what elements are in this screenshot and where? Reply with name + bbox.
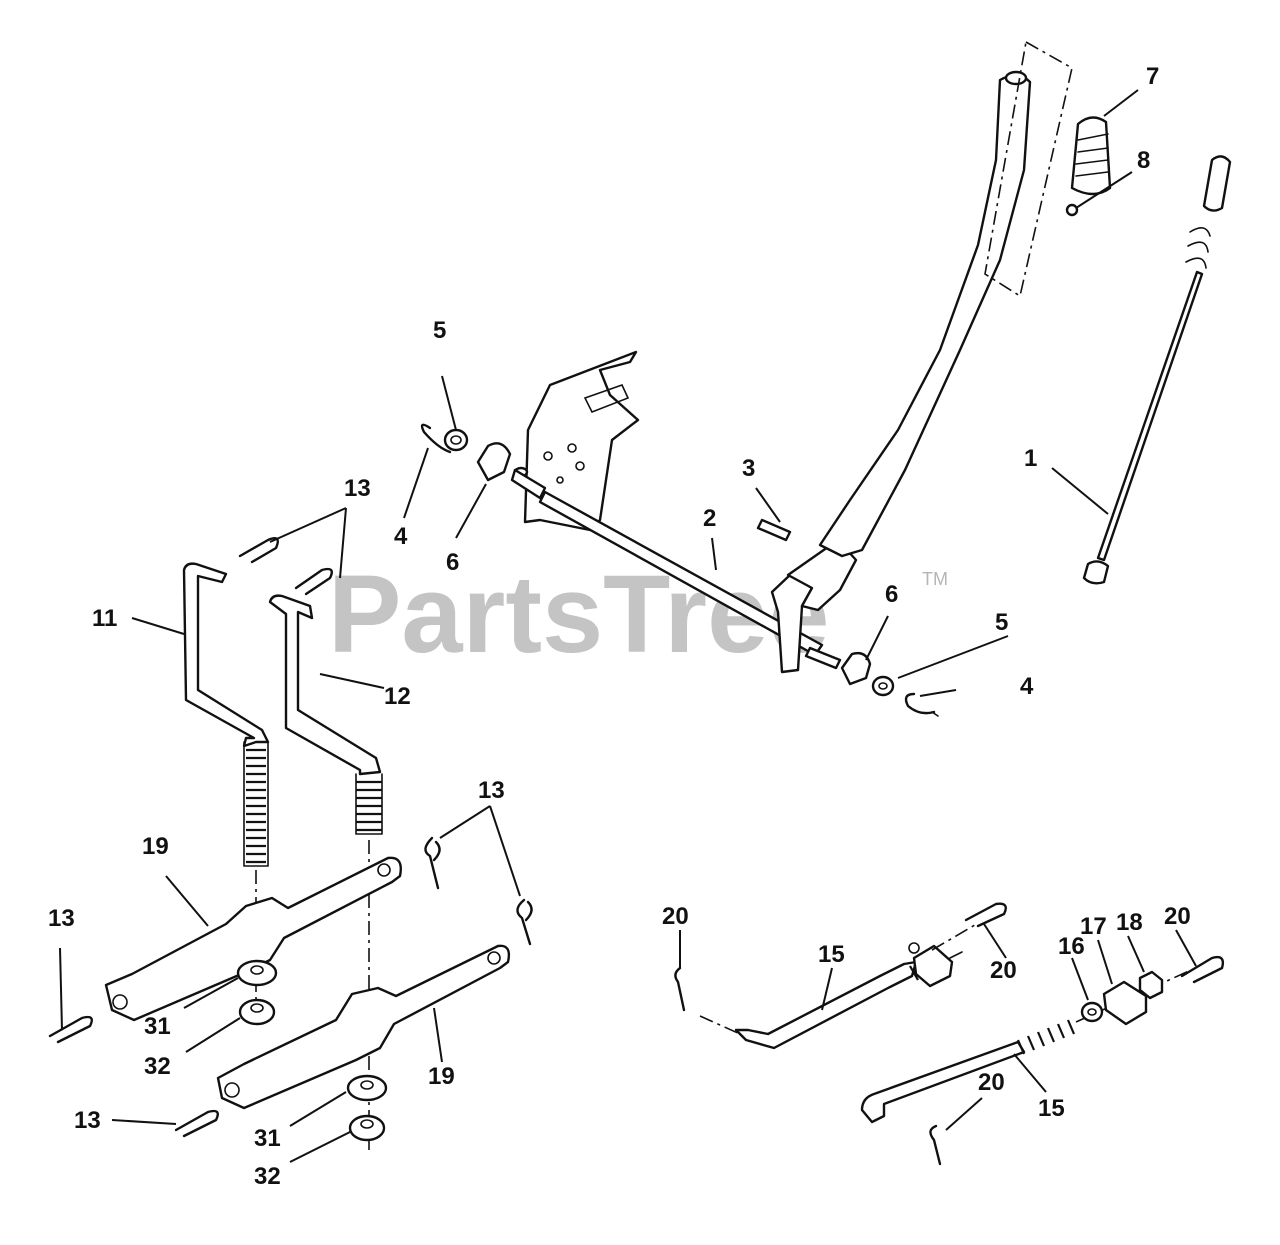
callout-31-upper: 31: [144, 1013, 171, 1040]
callout-18: 18: [1116, 909, 1143, 936]
callout-15-lower: 15: [1038, 1095, 1065, 1122]
hairpin-clip-hanger-right-1: [424, 836, 441, 890]
shaft-pin: [756, 518, 792, 542]
handle-spring: [1070, 116, 1112, 196]
callout-12: 12: [384, 683, 411, 710]
callout-13-bottom: 13: [74, 1107, 101, 1134]
deck-rod-lower: [860, 1040, 1026, 1124]
handle-grip-outline: [984, 40, 1073, 298]
callout-20-upper-left: 20: [662, 903, 689, 930]
nut-18: [1138, 970, 1164, 1000]
shaft-stub-left: [510, 468, 547, 500]
callout-16: 16: [1058, 933, 1085, 960]
deck-hanger-lower: [216, 944, 511, 1110]
callout-15-upper: 15: [818, 941, 845, 968]
callout-labels: 1 2 3 4 4 5 5 6 6 7 8 11 12 13 13 13 13 …: [48, 63, 1191, 1190]
bracket-hole-4: [556, 476, 564, 484]
callout-17: 17: [1080, 913, 1107, 940]
link-11-thread: [246, 748, 266, 864]
clip-20-upper-right: [964, 902, 1007, 928]
callout-13-top: 13: [344, 475, 371, 502]
callout-3: 3: [742, 455, 755, 482]
callout-20-upper-right: 20: [990, 957, 1017, 984]
hairpin-clip-right: [904, 692, 936, 715]
mounting-bracket: [523, 350, 640, 532]
lift-handle: [818, 74, 1032, 558]
clip-20-upper-left: [674, 966, 686, 1012]
callout-7: 7: [1146, 63, 1159, 90]
callout-31-lower: 31: [254, 1125, 281, 1152]
link-12-thread: [356, 780, 382, 832]
hairpin-clip-hanger-right-2: [516, 898, 533, 946]
bushing-right: [840, 651, 872, 686]
lift-links: [48, 537, 533, 1150]
hairpin-clip-left: [420, 423, 452, 454]
bracket-slot: [583, 384, 630, 414]
lift-link-11: [182, 562, 270, 748]
washer-16: [1080, 1001, 1104, 1023]
callout-5-right: 5: [995, 609, 1008, 636]
callout-13-left: 13: [48, 905, 75, 932]
lift-assembly: [420, 40, 1232, 717]
callout-19-upper: 19: [142, 833, 169, 860]
spacer-31-lower: [346, 1074, 388, 1102]
lift-cable: [1082, 155, 1232, 585]
bracket-hole-1: [543, 451, 553, 461]
hairpin-clip-hanger-left: [48, 1015, 93, 1044]
centerline-trunnion: [931, 921, 981, 951]
callout-5-left: 5: [433, 317, 446, 344]
rod-lower-thread: [1016, 1019, 1076, 1055]
callout-20-lower-left: 20: [978, 1069, 1005, 1096]
bracket-hole-2: [567, 443, 577, 453]
spacer-31-upper: [236, 959, 278, 987]
washer-left: [443, 428, 469, 452]
callout-8: 8: [1137, 147, 1150, 174]
clip-20-lower-left: [929, 1124, 942, 1166]
callout-4-left: 4: [394, 523, 408, 550]
watermark-trademark: TM: [922, 569, 948, 589]
bushing-left: [476, 442, 512, 482]
callout-2: 2: [703, 505, 716, 532]
deck-links: [674, 902, 1225, 1166]
callout-6-left: 6: [446, 549, 459, 576]
trunnion-17: [1102, 980, 1148, 1026]
callout-32-lower: 32: [254, 1163, 281, 1190]
callout-32-upper: 32: [144, 1053, 171, 1080]
callout-1: 1: [1024, 445, 1037, 472]
callout-4-right: 4: [1020, 673, 1034, 700]
bracket-hole-3: [575, 461, 585, 471]
handle-grip-end: [1004, 70, 1028, 86]
callout-19-lower: 19: [428, 1063, 455, 1090]
callout-11: 11: [92, 605, 117, 632]
washer-right: [871, 675, 895, 697]
leader-lines: [59, 89, 1197, 1163]
deck-rod-upper: [734, 960, 918, 1050]
centerline-rod-upper: [699, 1015, 741, 1035]
centerline-rod-lower: [1075, 965, 1201, 1023]
hairpin-clip-hanger-bottom: [174, 1109, 219, 1138]
lift-link-12: [268, 594, 382, 776]
trunnion-upper: [912, 944, 954, 988]
spring-pin: [1065, 203, 1079, 217]
hairpin-clip-top-2: [294, 567, 333, 596]
callout-6-right: 6: [885, 581, 898, 608]
clip-20-lower-right: [1180, 955, 1225, 984]
shaft-stub-right: [804, 646, 842, 670]
callout-13-right: 13: [478, 777, 505, 804]
callout-20-lower-right: 20: [1164, 903, 1191, 930]
